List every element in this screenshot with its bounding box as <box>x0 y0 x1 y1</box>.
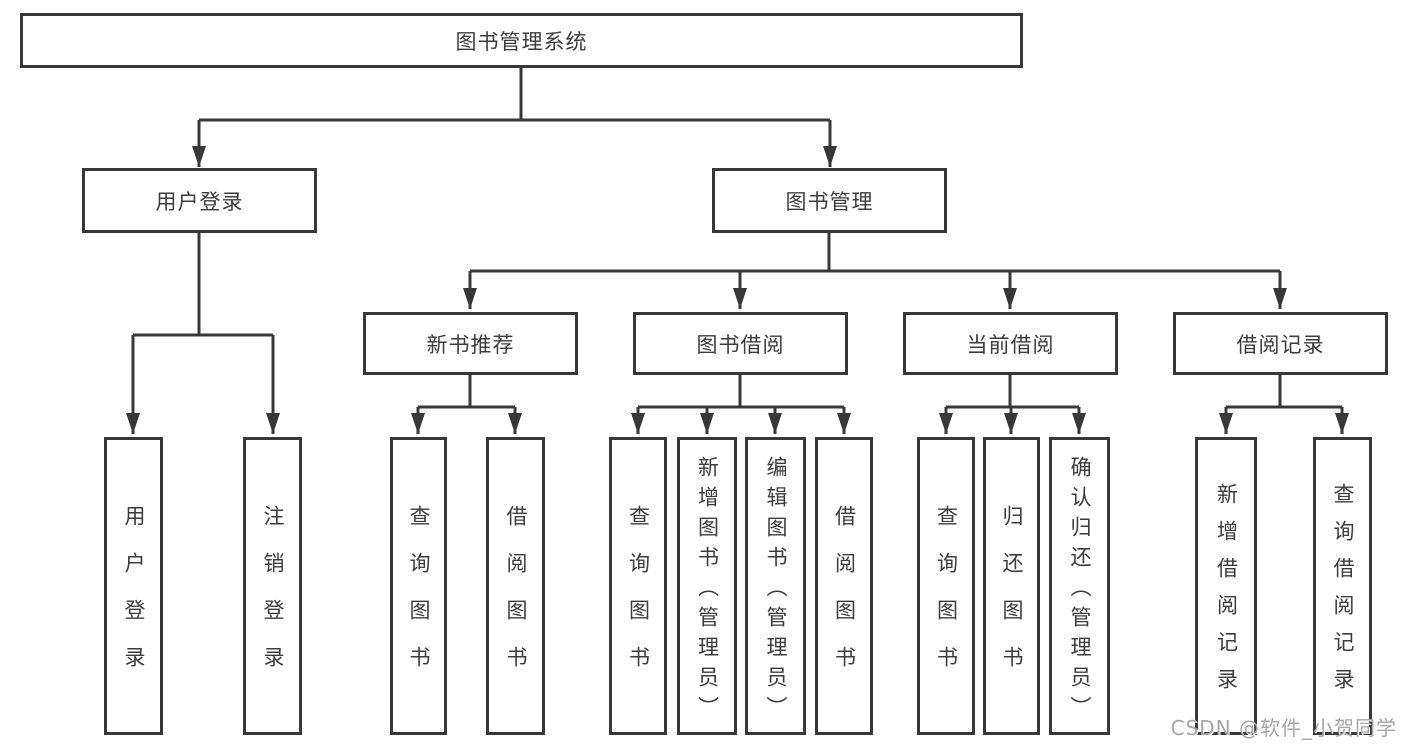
node-label: 用户登录 <box>155 189 244 214</box>
leaf-label: 编辑图书（管理员） <box>764 455 788 726</box>
trunk-segments <box>133 68 1342 409</box>
leaf-user-login: 用户登录 <box>104 437 163 735</box>
leaf-label: 查询图书 <box>407 505 431 693</box>
csdn-watermark: CSDN @软件_小贺同学 <box>1170 716 1397 740</box>
node-new-book-recommend: 新书推荐 <box>363 312 578 375</box>
leaf-label: 借阅图书 <box>832 505 857 693</box>
leaf-label: 查询借阅记录 <box>1331 483 1355 705</box>
leaf-label: 归还图书 <box>1000 505 1024 693</box>
leaf-borrow-books-recommend: 借阅图书 <box>486 437 545 735</box>
node-label: 图书管理系统 <box>455 29 588 54</box>
node-current-borrowing: 当前借阅 <box>903 312 1118 375</box>
leaf-label: 注销登录 <box>261 505 285 693</box>
node-label: 图书管理 <box>785 189 874 214</box>
leaf-label: 新增图书（管理员） <box>695 455 720 726</box>
leaf-label: 新增借阅记录 <box>1214 483 1239 705</box>
leaf-query-books-recommend: 查询图书 <box>390 437 447 735</box>
leaf-query-books-borrowing: 查询图书 <box>609 437 667 735</box>
leaf-label: 查询图书 <box>626 505 651 693</box>
node-label: 当前借阅 <box>966 332 1055 357</box>
leaf-edit-books-admin: 编辑图书（管理员） <box>745 437 806 735</box>
leaf-return-books: 归还图书 <box>983 437 1040 735</box>
leaf-query-borrow-record: 查询借阅记录 <box>1313 437 1372 735</box>
node-label: 新书推荐 <box>426 332 515 357</box>
leaf-label: 查询图书 <box>934 505 959 693</box>
leaf-label: 借阅图书 <box>504 505 528 693</box>
leaf-label: 用户登录 <box>122 505 146 693</box>
leaf-label: 确认归还（管理员） <box>1068 455 1092 726</box>
node-label: 借阅记录 <box>1236 332 1325 357</box>
leaf-add-books-admin: 新增图书（管理员） <box>677 437 737 735</box>
node-label: 图书借阅 <box>696 332 785 357</box>
leaf-logout: 注销登录 <box>243 437 302 735</box>
node-library-system: 图书管理系统 <box>20 13 1023 68</box>
node-book-management: 图书管理 <box>712 168 947 233</box>
leaf-add-borrow-record: 新增借阅记录 <box>1195 437 1257 735</box>
node-book-borrowing: 图书借阅 <box>633 312 848 375</box>
node-borrow-records: 借阅记录 <box>1173 312 1388 375</box>
node-user-login: 用户登录 <box>82 168 317 233</box>
leaf-query-books-current: 查询图书 <box>917 437 975 735</box>
leaf-confirm-return-admin: 确认归还（管理员） <box>1049 437 1110 735</box>
leaf-borrow-books: 借阅图书 <box>815 437 873 735</box>
